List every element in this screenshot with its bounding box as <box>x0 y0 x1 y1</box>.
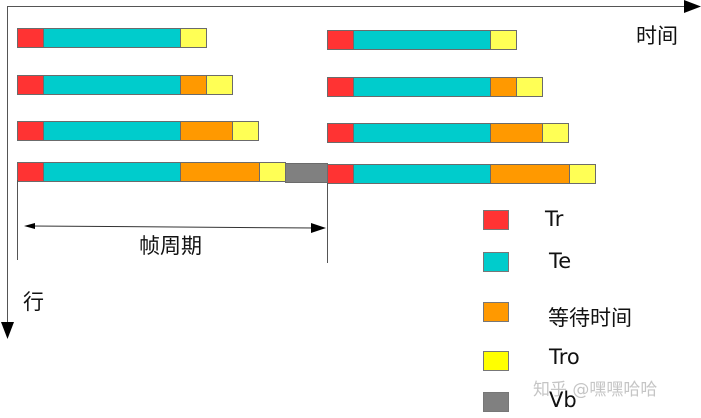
legend-swatch-te <box>483 252 509 272</box>
row-axis-arrow-icon <box>1 322 14 339</box>
legend-label-tr: Tr <box>545 207 564 231</box>
segment-tr <box>17 75 44 95</box>
segment-te <box>43 121 181 141</box>
legend-swatch-tr <box>483 210 509 230</box>
segment-tro <box>232 121 259 141</box>
segment-tro <box>542 123 569 143</box>
double-arrow-icon <box>24 223 326 233</box>
segment-tro <box>259 162 286 182</box>
legend-label-tro: Tro <box>549 345 580 369</box>
time-axis-line <box>8 6 688 7</box>
segment-tro <box>569 164 596 184</box>
frame-start-line <box>17 180 18 260</box>
segment-te <box>353 164 491 184</box>
frame-end-line <box>327 183 328 263</box>
legend-swatch-wait <box>483 302 509 322</box>
segment-vb <box>285 163 328 183</box>
segment-tr <box>17 121 44 141</box>
segment-tr <box>17 28 44 48</box>
legend-swatch-vb <box>483 392 509 412</box>
legend-swatch-tro <box>483 351 509 371</box>
segment-wait <box>180 162 260 182</box>
segment-te <box>353 30 491 50</box>
segment-tr <box>327 77 354 97</box>
segment-wait <box>490 164 570 184</box>
segment-wait <box>180 75 207 95</box>
segment-tr <box>17 162 44 182</box>
segment-tr <box>327 123 354 143</box>
row-axis-label: 行 <box>23 290 44 314</box>
segment-wait <box>490 77 517 97</box>
row-axis-line <box>7 6 8 328</box>
segment-te <box>43 75 181 95</box>
segment-te <box>353 77 491 97</box>
segment-wait <box>490 123 543 143</box>
legend-label-vb: Vb <box>549 388 577 412</box>
segment-tro <box>180 28 207 48</box>
segment-tro <box>206 75 233 95</box>
segment-tro <box>490 30 517 50</box>
segment-tr <box>327 164 354 184</box>
time-axis-arrow-icon <box>684 0 701 13</box>
segment-te <box>43 28 181 48</box>
segment-tr <box>327 30 354 50</box>
legend-label-te: Te <box>549 249 572 273</box>
segment-wait <box>180 121 233 141</box>
frame-period-label: 帧周期 <box>139 234 202 258</box>
segment-tro <box>516 77 543 97</box>
time-axis-label: 时间 <box>636 24 678 48</box>
watermark: 知乎 @嘿嘿哈哈 <box>533 380 658 400</box>
legend-label-wait: 等待时间 <box>548 306 632 330</box>
segment-te <box>353 123 491 143</box>
segment-te <box>43 162 181 182</box>
